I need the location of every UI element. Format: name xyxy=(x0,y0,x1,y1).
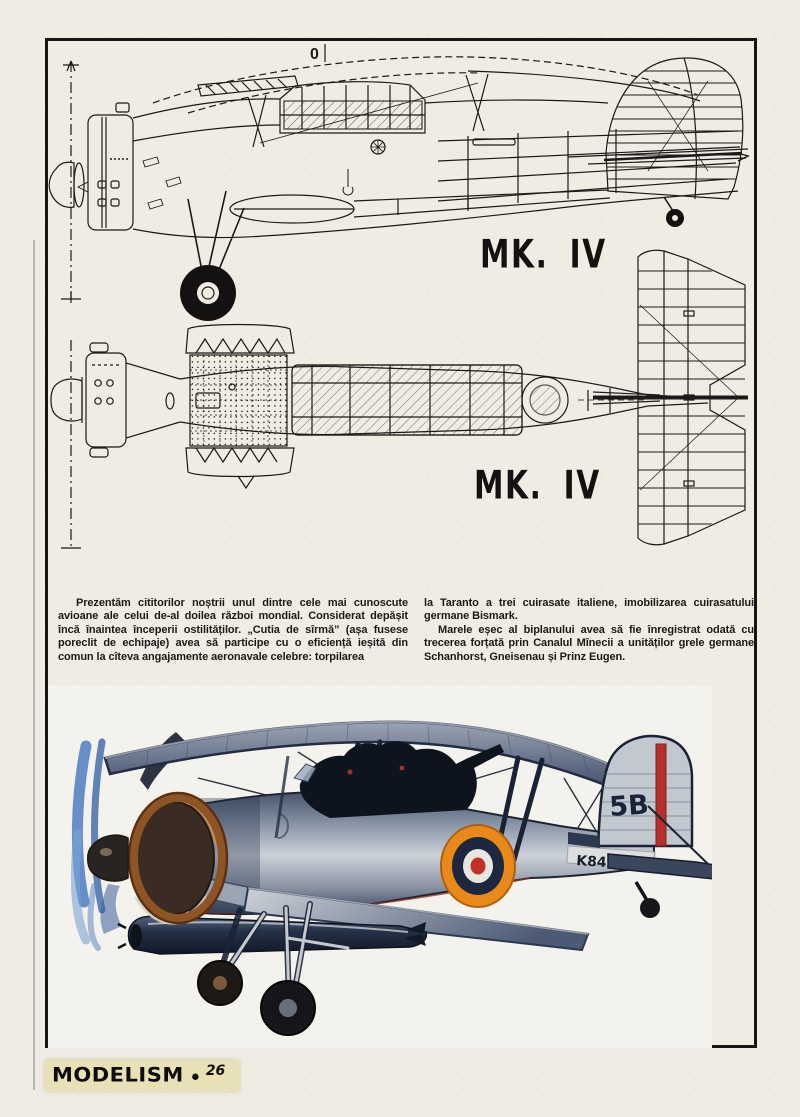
article-text: Prezentăm cititorilor noștrii unul dintr… xyxy=(58,597,754,664)
tail-code-text: 5B xyxy=(608,789,649,823)
magazine-logo-band: MODELISM ● 26 xyxy=(45,1060,240,1091)
logo-separator-dot: ● xyxy=(190,1067,200,1085)
side-view-mark-label: MK. IV xyxy=(480,232,607,277)
raf-roundel xyxy=(440,824,516,908)
top-view-drawing xyxy=(50,249,748,550)
page-number: 26 xyxy=(205,1063,226,1079)
color-illustration-swordfish: K84 5B xyxy=(48,686,712,1048)
page-fold-line xyxy=(33,240,35,1090)
magazine-logo: MODELISM xyxy=(52,1063,184,1087)
footer: MODELISM ● 26 xyxy=(45,1060,240,1091)
article-left-column: Prezentăm cititorilor noștrii unul dintr… xyxy=(58,597,408,663)
fuselage-serial-text: K84 xyxy=(576,853,608,871)
side-view-drawing: 0 xyxy=(48,44,750,321)
article-right-column-p2: Marele eșec al biplanului avea să fie în… xyxy=(424,623,754,663)
article-right-column-p1: la Taranto a trei cuirasate italiene, im… xyxy=(424,597,754,623)
top-view-mark-label: MK. IV xyxy=(474,463,601,508)
datum-zero-label: 0 xyxy=(310,46,319,63)
